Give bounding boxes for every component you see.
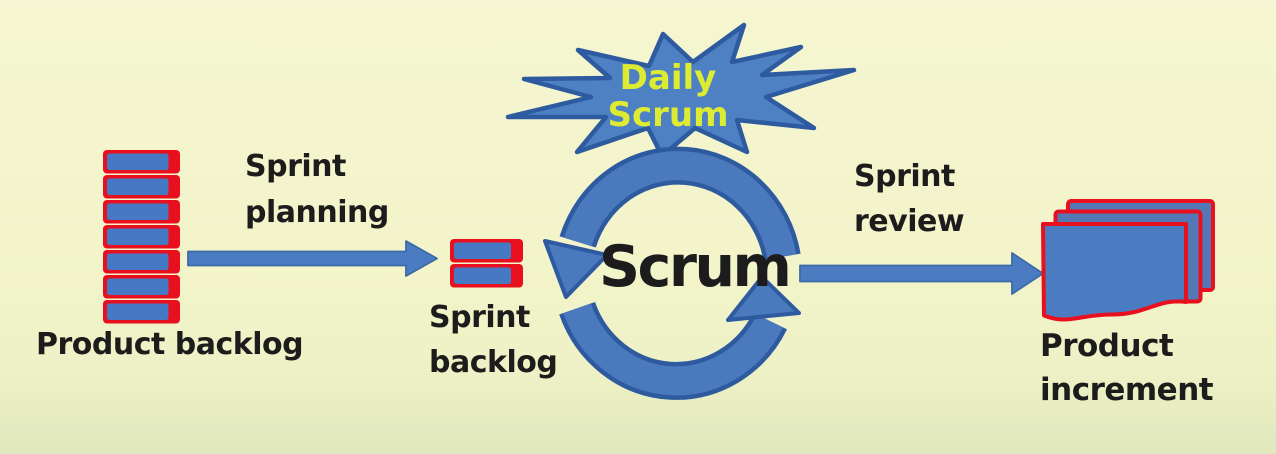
sprint-review-arrow <box>799 252 1044 295</box>
backlog-item <box>103 200 180 224</box>
sprint-backlog-stack <box>450 239 523 288</box>
backlog-item <box>103 250 180 274</box>
sprint-backlog-label: Sprint backlog <box>429 300 558 380</box>
backlog-item <box>450 264 523 288</box>
daily-scrum-label: Daily Scrum <box>607 58 729 135</box>
backlog-item <box>450 239 523 263</box>
backlog-item <box>103 300 180 324</box>
product-backlog-label: Product backlog <box>36 327 304 362</box>
cycle-arc-top <box>563 151 797 260</box>
product-increment-pages <box>1041 199 1215 322</box>
product-increment-label: Product increment <box>1040 328 1214 408</box>
product-backlog-stack <box>103 150 180 324</box>
cycle-arrowhead-left <box>543 239 609 299</box>
sprint-planning-arrow <box>187 240 438 277</box>
daily-scrum-burst <box>505 22 857 159</box>
backlog-item <box>103 150 180 174</box>
sprint-planning-label: Sprint planning <box>245 149 389 230</box>
scrum-cycle-ring <box>543 146 801 400</box>
backlog-item <box>103 275 180 299</box>
backlog-item <box>103 225 180 249</box>
cycle-arc-bottom <box>563 303 784 396</box>
sprint-review-label: Sprint review <box>854 159 965 239</box>
cycle-arrowhead-right <box>726 275 801 322</box>
scrum-label: Scrum <box>599 234 792 300</box>
increment-page-front <box>1041 222 1188 322</box>
backlog-item <box>103 175 180 199</box>
